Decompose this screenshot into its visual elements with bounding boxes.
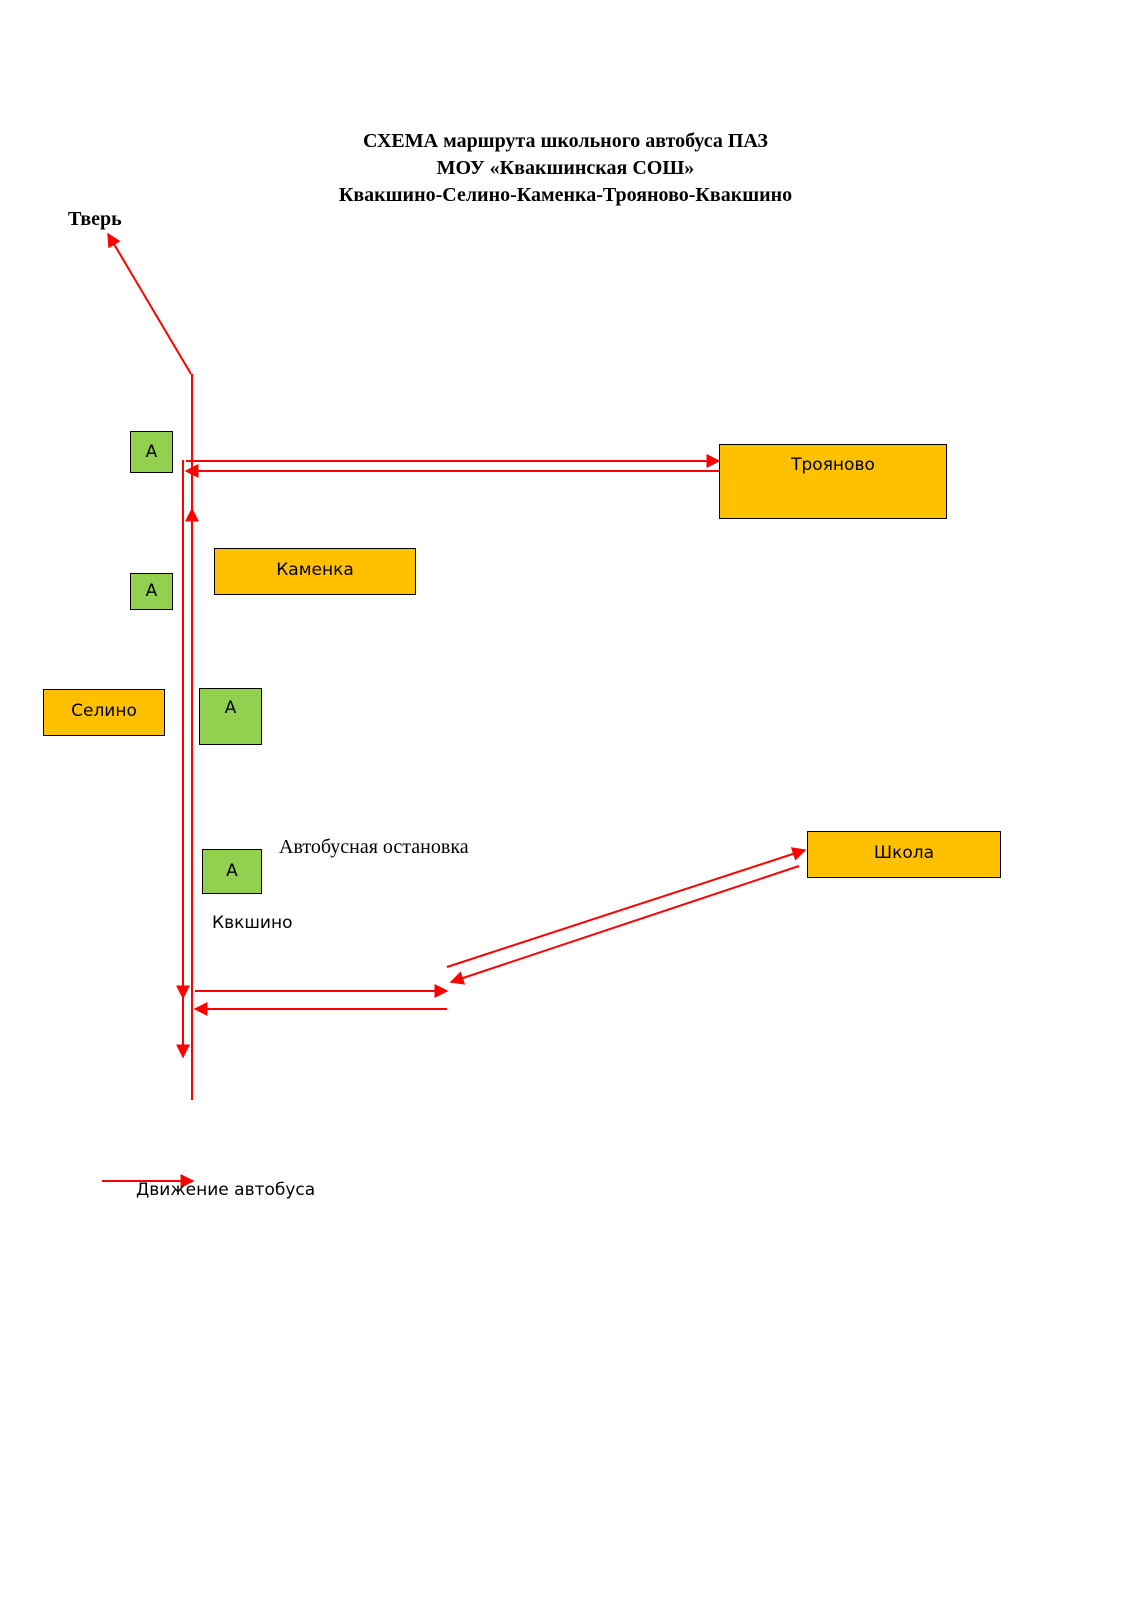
place-troyanovo-label: Трояново <box>791 455 875 475</box>
bus-stop-legend: А <box>202 849 262 894</box>
title-line-2: МОУ «Квакшинская СОШ» <box>436 157 695 179</box>
route-from-school <box>449 865 800 985</box>
diagram-title: СХЕМА маршрута школьного автобуса ПАЗ МО… <box>0 128 1131 209</box>
bus-stop-kamenka: А <box>130 573 173 610</box>
route-to-school <box>446 847 807 968</box>
place-selino-label: Селино <box>71 701 137 721</box>
route-to-tver <box>107 232 192 375</box>
place-selino: Селино <box>43 689 165 736</box>
bus-stop-legend-marker: А <box>226 861 238 881</box>
legend-movement-label: Движение автобуса <box>136 1180 316 1200</box>
bus-stop-troyanovo-marker: А <box>145 442 158 462</box>
title-line-3: Квакшино-Селино-Каменка-Трояново-Квакшин… <box>338 184 793 206</box>
bus-stop-selino-marker: А <box>224 698 237 718</box>
bus-stop-kamenka-marker: А <box>145 581 158 601</box>
village-label-kvakshino: Квкшино <box>212 913 293 933</box>
bus-stop-troyanovo: А <box>130 431 173 473</box>
place-kamenka: Каменка <box>214 548 416 595</box>
place-kamenka-label: Каменка <box>276 560 354 580</box>
bus-stop-selino: А <box>199 688 262 745</box>
place-troyanovo: Трояново <box>719 444 947 519</box>
legend-stop-label: Автобусная остановка <box>279 836 469 858</box>
title-line-1: СХЕМА маршрута школьного автобуса ПАЗ <box>363 130 768 152</box>
tver-label: Тверь <box>68 208 122 230</box>
place-school-label: Школа <box>873 843 935 863</box>
place-school: Школа <box>807 831 1001 878</box>
